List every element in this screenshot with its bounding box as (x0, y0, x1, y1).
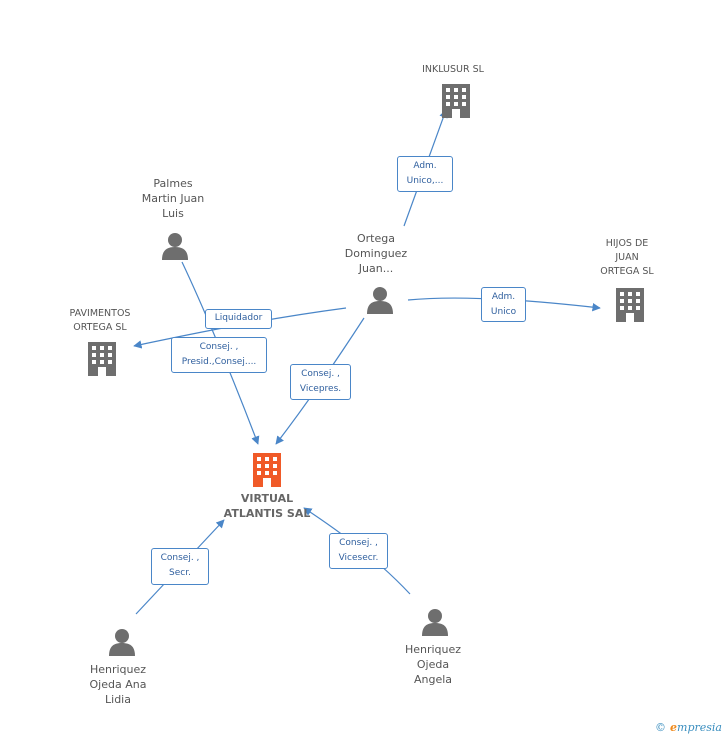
node-label-line: Angela (413, 673, 453, 686)
node-label-inklusur[interactable]: INKLUSUR SL (393, 63, 513, 77)
node-label-line: VIRTUAL (240, 492, 294, 505)
edge-label-ana-virtual[interactable]: Consej. , Secr. (151, 548, 209, 585)
node-label-ana[interactable]: Henriquez Ojeda Ana Lidia (58, 662, 178, 707)
node-label-line: ORTEGA SL (73, 322, 127, 333)
node-label-line: Ojeda Ana (89, 678, 147, 691)
building-icon[interactable] (253, 453, 281, 487)
node-label-line: Lidia (105, 693, 131, 706)
edge-label-line: Consej. , (199, 342, 239, 352)
node-label-virtual[interactable]: VIRTUAL ATLANTIS SAL (207, 491, 327, 521)
node-label-line: Henriquez (404, 643, 462, 656)
edge-label-line: Vicesecr. (338, 553, 379, 563)
node-label-line: PAVIMENTOS (69, 308, 131, 319)
person-icon[interactable] (367, 287, 393, 314)
building-icon[interactable] (442, 84, 470, 118)
node-label-line: Dominguez (344, 247, 408, 260)
node-label-line: Palmes (153, 177, 193, 190)
building-icon[interactable] (88, 342, 116, 376)
edge-label-line: Adm. (413, 161, 437, 171)
brand-logo-initial: e (670, 721, 678, 734)
brand-logo-text: mpresia (677, 721, 722, 734)
node-label-palmes[interactable]: Palmes Martin Juan Luis (113, 176, 233, 221)
edge-label-adm-unico-inklusur[interactable]: Adm. Unico,... (397, 156, 453, 192)
node-label-line: Martin Juan (141, 192, 205, 205)
edge-label-line: Adm. (491, 292, 516, 302)
node-label-line: JUAN (615, 252, 639, 263)
node-label-ortega[interactable]: Ortega Dominguez Juan... (316, 231, 436, 276)
edge-label-line: Vicepres. (299, 384, 342, 394)
node-label-line: INKLUSUR SL (422, 64, 484, 75)
node-label-line: Ortega (357, 232, 395, 245)
node-label-line: Ojeda (416, 658, 450, 671)
edge-label-line: Consej. , (160, 553, 200, 563)
edge-label-adm-unico-hijos[interactable]: Adm. Unico (481, 287, 526, 322)
node-label-pavimentos[interactable]: PAVIMENTOS ORTEGA SL (40, 307, 160, 335)
edge-label-line: Unico,... (406, 176, 444, 186)
edge-label-line: Unico (490, 307, 517, 317)
edge-label-liquidador[interactable]: Liquidador (205, 309, 272, 329)
node-label-line: ATLANTIS SAL (223, 507, 311, 520)
node-label-angela[interactable]: Henriquez Ojeda Angela (373, 642, 493, 687)
building-icon[interactable] (616, 288, 644, 322)
copyright-icon: © (655, 721, 667, 734)
empresia-watermark: ©empresia (655, 721, 722, 734)
edge-label-line: Consej. , (301, 369, 340, 379)
person-icon[interactable] (109, 629, 135, 656)
edge-label-angela-virtual[interactable]: Consej. , Vicesecr. (329, 533, 388, 569)
person-icon[interactable] (422, 609, 448, 636)
node-label-line: Luis (162, 207, 184, 220)
edge-label-line: Presid.,Consej.... (181, 357, 257, 367)
edge-label-line: Secr. (169, 568, 191, 578)
node-label-line: ORTEGA SL (600, 266, 654, 277)
edge-label-line: Consej. , (339, 538, 378, 548)
node-label-line: Henriquez (89, 663, 147, 676)
node-label-hijos[interactable]: HIJOS DE JUAN ORTEGA SL (570, 237, 684, 279)
person-icon[interactable] (162, 233, 188, 260)
node-label-line: Juan... (358, 262, 394, 275)
edge-label-ortega-virtual[interactable]: Consej. , Vicepres. (290, 364, 351, 400)
edge-label-palmes-virtual[interactable]: Consej. , Presid.,Consej.... (171, 337, 267, 373)
edge-label-line: Liquidador (214, 313, 263, 323)
node-label-line: HIJOS DE (605, 238, 649, 249)
